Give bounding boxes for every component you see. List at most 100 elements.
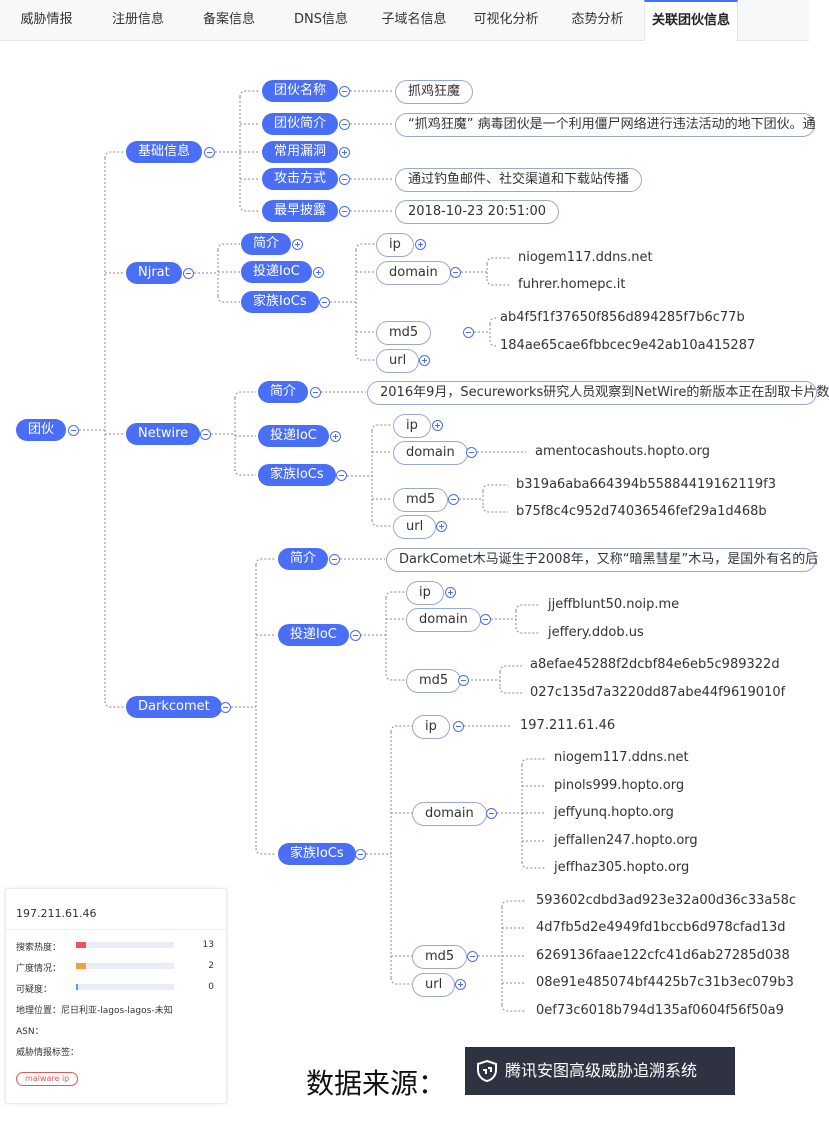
expand-darkcomet-family-url-icon[interactable]	[455, 979, 466, 990]
node-netwire-delivery-ioc[interactable]: 投递IoC	[258, 425, 329, 447]
darkcomet-family-md5-item: 08e91e485074bf4425b7c31b3ec079b3	[536, 975, 794, 990]
expand-njrat-ip-icon[interactable]	[415, 239, 426, 250]
collapse-netwire-domain-icon[interactable]	[466, 447, 477, 458]
data-source-label: 数据来源：	[306, 1067, 447, 1100]
netwire-domain[interactable]: domain	[393, 441, 468, 465]
expand-common-vulns-icon[interactable]	[339, 147, 350, 158]
njrat-url[interactable]: url	[376, 349, 420, 373]
expand-netwire-delivery-icon[interactable]	[330, 431, 341, 442]
collapse-njrat-family-icon[interactable]	[319, 297, 330, 308]
netwire-md5-item: b75f8c4c952d74036546fef29a1d468b	[516, 504, 767, 519]
collapse-darkcomet-delivery-icon[interactable]	[350, 630, 361, 641]
node-gang-intro[interactable]: 团伙简介	[262, 113, 339, 135]
collapse-netwire-family-icon[interactable]	[336, 470, 347, 481]
node-njrat-family-iocs[interactable]: 家族IoCs	[241, 291, 319, 313]
darkcomet-family-md5-item: 4d7fb5d2e4949fd1bccb6d978cfad13d	[536, 920, 786, 935]
node-njrat-delivery-ioc[interactable]: 投递IoC	[241, 261, 312, 283]
darkcomet-family-md5-item: 0ef73c6018b794d135af0604f56f50a9	[536, 1003, 784, 1018]
node-netwire[interactable]: Netwire	[126, 423, 201, 445]
collapse-darkcomet-icon[interactable]	[220, 702, 231, 713]
node-darkcomet-delivery-ioc[interactable]: 投递IoC	[278, 624, 349, 646]
collapse-darkcomet-family-md5-icon[interactable]	[467, 951, 478, 962]
node-root-gang[interactable]: 团伙	[16, 419, 67, 441]
darkcomet-family-domain-item: pinols999.hopto.org	[554, 778, 685, 793]
netwire-domain-item: amentocashouts.hopto.org	[535, 444, 710, 459]
expand-netwire-url-icon[interactable]	[436, 521, 447, 532]
darkcomet-family-domain-item: niogem117.ddns.net	[554, 750, 689, 765]
expand-darkcomet-delivery-ip-icon[interactable]	[445, 587, 456, 598]
expand-njrat-delivery-icon[interactable]	[313, 267, 324, 278]
tab-situation-analysis[interactable]: 态势分析	[571, 12, 624, 27]
tab-dns[interactable]: DNS信息	[294, 12, 348, 27]
tab-registration[interactable]: 注册信息	[111, 12, 164, 27]
node-netwire-intro[interactable]: 简介	[258, 381, 309, 403]
collapse-darkcomet-family-domain-icon[interactable]	[486, 808, 497, 819]
node-gang-name[interactable]: 团伙名称	[262, 80, 339, 102]
netwire-url[interactable]: url	[393, 515, 437, 539]
attack-method-value: 通过钓鱼邮件、社交渠道和下载站传播	[395, 168, 643, 192]
collapse-first-disclosed-icon[interactable]	[339, 206, 350, 217]
collapse-darkcomet-intro-icon[interactable]	[329, 554, 340, 565]
node-common-vulns[interactable]: 常用漏洞	[262, 141, 339, 163]
collapse-darkcomet-delivery-domain-icon[interactable]	[480, 614, 491, 625]
njrat-md5-item: ab4f5f1f37650f856d894285f7b6c77b	[500, 310, 745, 325]
darkcomet-family-domain-item: jeffyunq.hopto.org	[554, 805, 674, 820]
collapse-njrat-icon[interactable]	[183, 268, 194, 279]
darkcomet-family-md5-item: 6269136faae122cfc41d6ab27285d038	[536, 948, 790, 963]
collapse-njrat-domain-icon[interactable]	[450, 267, 461, 278]
tab-related-gangs[interactable]: 关联团伙信息	[644, 0, 738, 41]
collapse-netwire-icon[interactable]	[200, 429, 211, 440]
darkcomet-delivery-ip[interactable]: ip	[406, 581, 444, 605]
tab-subdomain[interactable]: 子域名信息	[381, 12, 447, 27]
njrat-ip[interactable]: ip	[376, 233, 414, 257]
expand-njrat-url-icon[interactable]	[419, 355, 430, 366]
njrat-md5-item: 184ae65cae6fbbcec9e42ab10a415287	[500, 338, 756, 353]
shield-logo-icon	[477, 1059, 497, 1083]
collapse-netwire-intro-icon[interactable]	[310, 387, 321, 398]
darkcomet-family-ip[interactable]: ip	[412, 715, 450, 739]
collapse-darkcomet-family-icon[interactable]	[355, 849, 366, 860]
breadth-bar	[76, 963, 174, 969]
node-darkcomet[interactable]: Darkcomet	[126, 696, 222, 718]
netwire-md5[interactable]: md5	[393, 488, 449, 512]
darkcomet-family-md5[interactable]: md5	[412, 945, 468, 969]
collapse-root-icon[interactable]	[68, 425, 79, 436]
expand-njrat-intro-icon[interactable]	[292, 239, 303, 250]
netwire-md5-item: b319a6aba664394b55884419162119f3	[516, 477, 777, 492]
node-njrat[interactable]: Njrat	[126, 262, 182, 284]
collapse-darkcomet-family-ip-icon[interactable]	[453, 721, 464, 732]
darkcomet-delivery-md5[interactable]: md5	[406, 669, 462, 693]
collapse-gang-intro-icon[interactable]	[339, 119, 350, 130]
darkcomet-family-domain[interactable]: domain	[412, 802, 487, 826]
tab-filing[interactable]: 备案信息	[202, 12, 255, 27]
collapse-basic-info-icon[interactable]	[204, 147, 215, 158]
node-njrat-intro[interactable]: 简介	[241, 233, 292, 255]
njrat-md5[interactable]: md5	[376, 321, 432, 345]
node-netwire-family-iocs[interactable]: 家族IoCs	[258, 464, 336, 486]
collapse-gang-name-icon[interactable]	[339, 86, 350, 97]
ip-info-card: 197.211.61.46 搜索热度： 13 广度情况： 2 可疑度： 0 地理…	[5, 888, 227, 1104]
node-first-disclosed[interactable]: 最早披露	[262, 200, 339, 222]
node-basic-info[interactable]: 基础信息	[126, 141, 203, 163]
tab-threat-intel[interactable]: 威胁情报	[20, 12, 73, 27]
expand-netwire-ip-icon[interactable]	[432, 420, 443, 431]
njrat-domain[interactable]: domain	[376, 261, 451, 285]
darkcomet-delivery-domain[interactable]: domain	[406, 608, 481, 632]
search-heat-bar	[76, 942, 174, 948]
card-row-label: 搜索热度：	[16, 943, 62, 953]
collapse-darkcomet-delivery-md5-icon[interactable]	[458, 675, 469, 686]
njrat-domain-item: fuhrer.homepc.it	[518, 277, 626, 292]
node-darkcomet-intro[interactable]: 简介	[278, 548, 329, 570]
malware-ip-tag[interactable]: malware ip	[16, 1072, 79, 1086]
suspicion-value: 0	[208, 982, 214, 992]
tab-visual-analysis[interactable]: 可视化分析	[473, 12, 539, 27]
collapse-njrat-md5-icon[interactable]	[463, 327, 474, 338]
collapse-attack-method-icon[interactable]	[339, 174, 350, 185]
netwire-ip[interactable]: ip	[393, 414, 431, 438]
darkcomet-family-url[interactable]: url	[412, 973, 456, 997]
node-attack-method[interactable]: 攻击方式	[262, 168, 339, 190]
node-darkcomet-family-iocs[interactable]: 家族IoCs	[278, 843, 356, 865]
brand-banner: 腾讯安图高级威胁追溯系统	[465, 1047, 735, 1095]
collapse-netwire-md5-icon[interactable]	[448, 494, 459, 505]
darkcomet-family-md5-item: 593602cdbd3ad923e32a00d36c33a58c	[536, 893, 797, 908]
